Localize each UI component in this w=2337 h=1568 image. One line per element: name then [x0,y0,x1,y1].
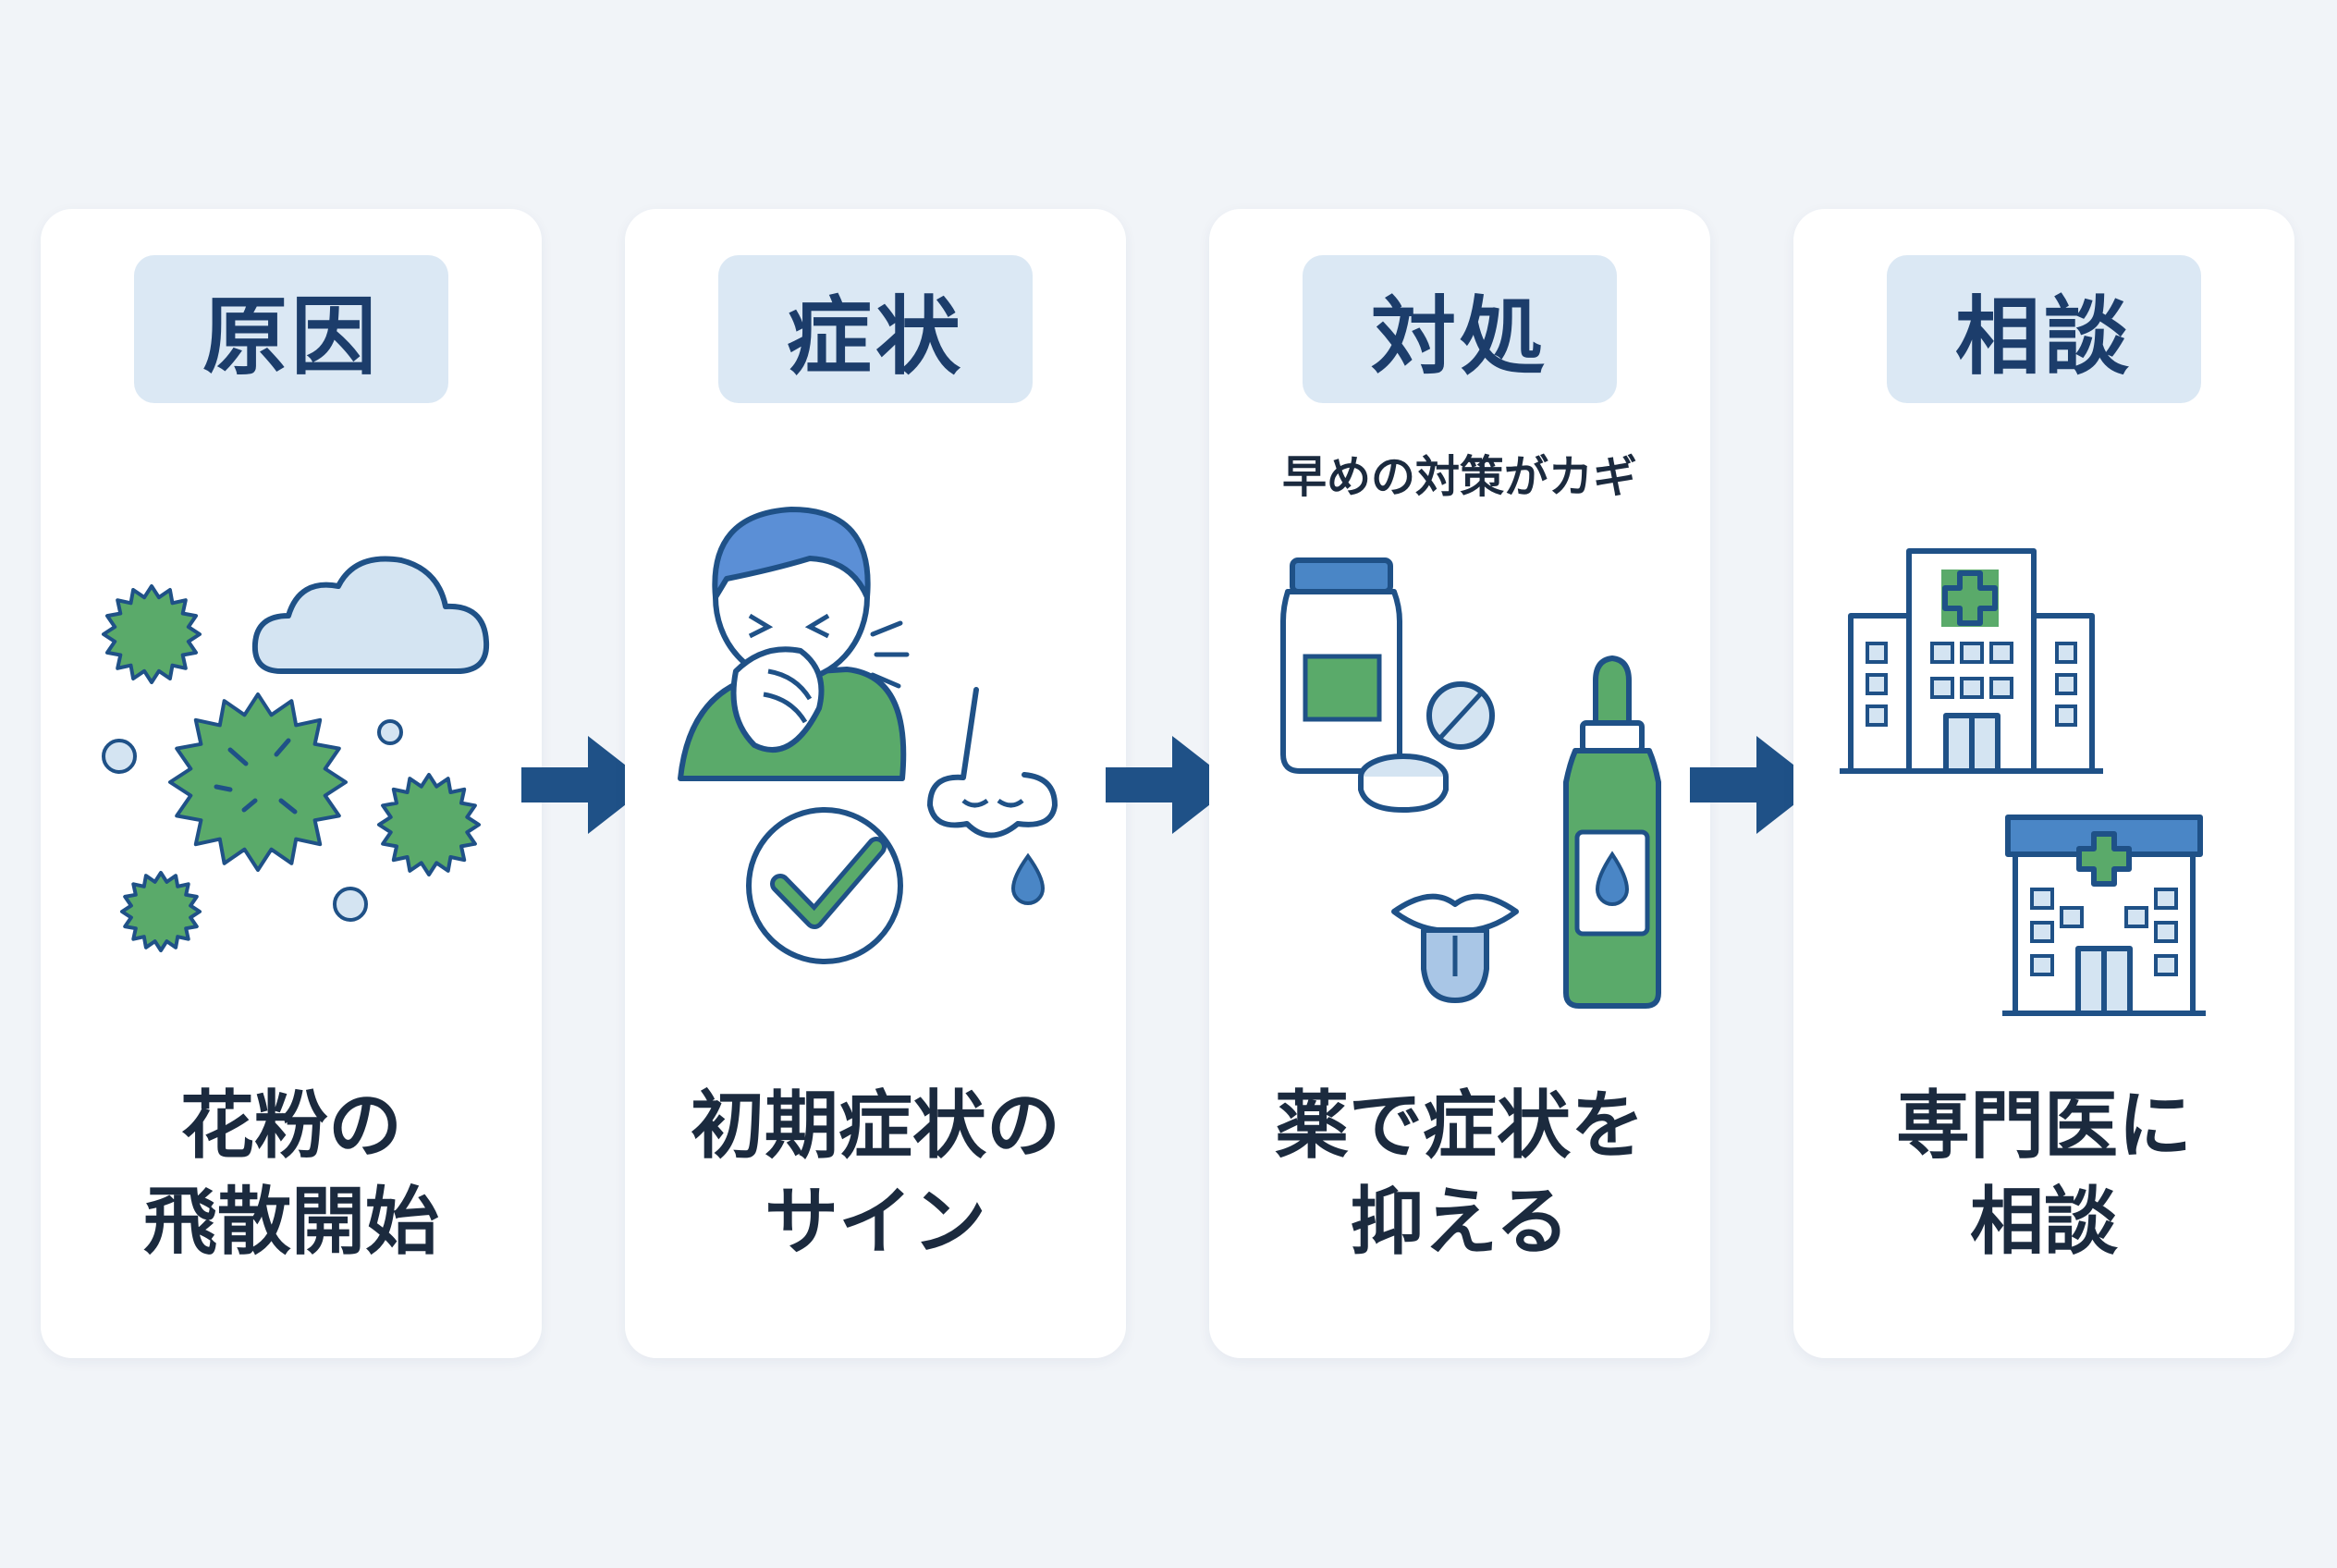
tongue-icon [1391,893,1519,1003]
step-card-symptoms: 症状 初期症状の [625,209,1126,1358]
caption-line: 専門医に [1896,1083,2192,1169]
arrow-right-icon [1690,736,1819,834]
caption-line: 相談 [1970,1179,2118,1265]
medicine-bottle-icon [1280,557,1661,1009]
caption-line: 初期症状の [691,1083,1060,1169]
step-title: 原因 [134,255,448,403]
step-subtitle: 早めの対策がカギ [1281,451,1637,503]
caption-line: 抑える [1350,1179,1570,1265]
caption-line: 薬で症状を [1275,1083,1645,1169]
step-card-consult: 相談 [1793,209,2294,1358]
runny-nose-icon [927,687,1058,905]
step-title: 対処 [1303,255,1617,403]
sneezing-person-icon [678,507,1058,964]
step-title: 相談 [1887,255,2201,403]
step-title: 症状 [718,255,1033,403]
step-card-treatment: 対処 早めの対策がカギ 薬で症状を 抑える [1209,209,1710,1358]
step-caption: 専門医に 相談 [1793,1078,2294,1270]
step-caption: 初期症状の サイン [625,1078,1126,1270]
caption-line: サイン [765,1179,986,1265]
check-circle-icon [746,807,903,964]
arrow-right-icon [521,736,651,834]
arrow-right-icon [1106,736,1235,834]
step-caption: 花粉の 飛散開始 [41,1078,542,1270]
eye-drop-icon [1563,655,1661,1009]
hospital-icon [1840,548,2206,1016]
caption-line: 飛散開始 [143,1179,439,1265]
step-caption: 薬で症状を 抑える [1209,1078,1710,1270]
step-card-cause: 原因 花粉の 飛散開始 [41,209,542,1358]
pill-icon [1358,681,1495,814]
pollen-icon [102,556,490,952]
caption-line: 花粉の [180,1083,402,1169]
